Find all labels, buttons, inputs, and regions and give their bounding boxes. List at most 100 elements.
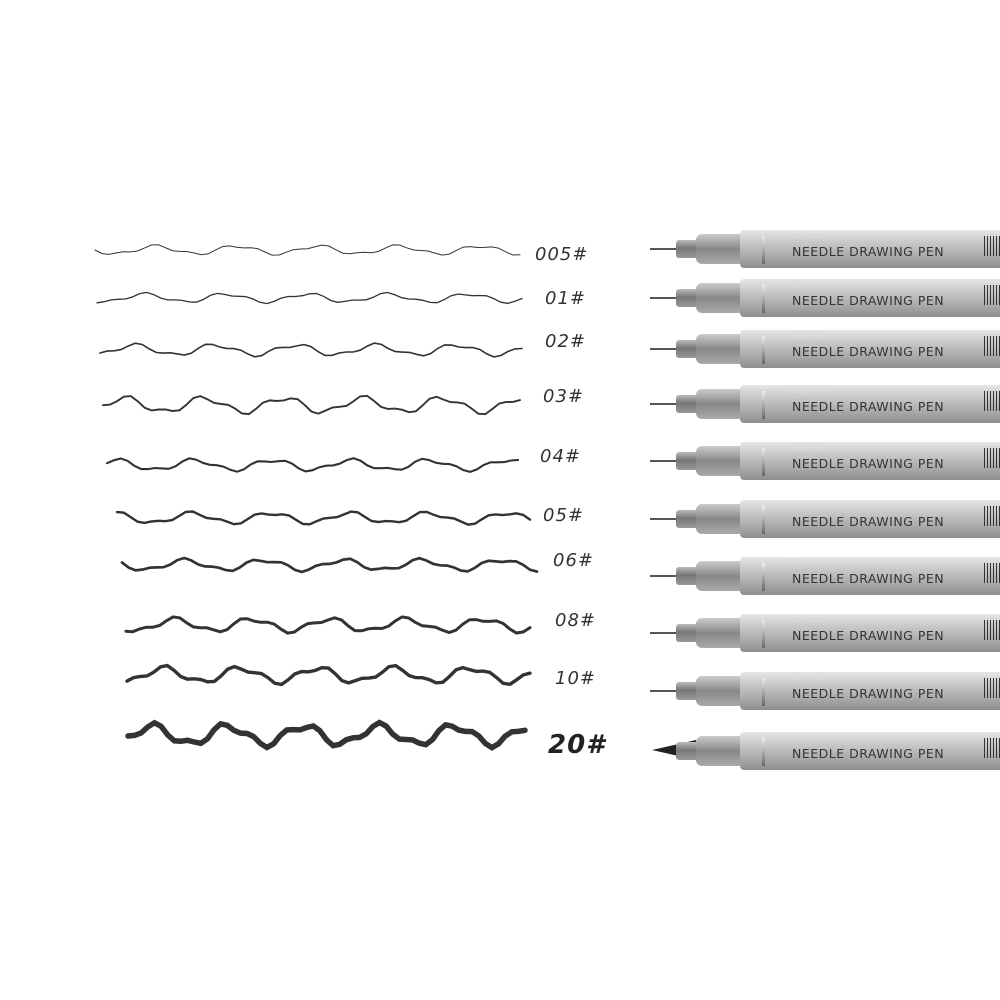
pen-ring — [762, 391, 765, 419]
barcode-icon — [984, 236, 1000, 256]
pen-brand: Superior — [790, 501, 829, 511]
pen-tip — [650, 348, 678, 350]
pen-ring — [762, 285, 765, 313]
stroke-line-2 — [99, 342, 523, 358]
pen-ring — [762, 620, 765, 648]
pen-collar — [696, 504, 742, 534]
pen-tip — [650, 297, 678, 299]
pen-collar — [696, 334, 742, 364]
pen-text: NEEDLE DRAWING PEN — [792, 344, 945, 359]
pen-tip — [650, 403, 678, 405]
pen-brand: Superior — [790, 615, 829, 625]
pen-ring — [762, 678, 765, 706]
pen-text: NEEDLE DRAWING PEN — [792, 244, 945, 259]
pen-collar — [696, 389, 742, 419]
stroke-line-1 — [96, 291, 523, 305]
barcode-icon — [984, 620, 1000, 640]
pen-tip — [650, 518, 678, 520]
pen-tip — [650, 632, 678, 634]
pen-cone — [676, 510, 698, 528]
pen-brand: Superior — [790, 733, 829, 743]
pen-cone — [676, 682, 698, 700]
pen-collar — [696, 561, 742, 591]
barcode-icon — [984, 738, 1000, 758]
size-label: 04# — [540, 446, 581, 467]
pen-collar — [696, 736, 742, 766]
pen-ring — [762, 336, 765, 364]
pen-brand: Superior — [790, 558, 829, 568]
barcode-icon — [984, 563, 1000, 583]
pen-ring — [762, 563, 765, 591]
pen-collar — [696, 676, 742, 706]
stroke-line-5 — [115, 510, 532, 526]
barcode-icon — [984, 678, 1000, 698]
pen-text: NEEDLE DRAWING PEN — [792, 628, 945, 643]
pen-ring — [762, 236, 765, 264]
size-label: 05# — [543, 505, 584, 526]
size-label: 01# — [545, 288, 586, 309]
barcode-icon — [984, 285, 1000, 305]
pen-text: NEEDLE DRAWING PEN — [792, 514, 945, 529]
pen-text: NEEDLE DRAWING PEN — [792, 456, 945, 471]
stroke-line-0 — [94, 244, 521, 256]
pen-cone — [676, 567, 698, 585]
pen-text: NEEDLE DRAWING PEN — [792, 746, 945, 761]
stroke-line-9 — [125, 719, 528, 751]
pen-cone — [676, 340, 698, 358]
stroke-line-7 — [124, 615, 532, 635]
barcode-icon — [984, 448, 1000, 468]
pen-ring — [762, 738, 765, 766]
pen-collar — [696, 234, 742, 264]
pen-tip — [650, 248, 678, 250]
pen-collar — [696, 446, 742, 476]
pen-cone — [676, 395, 698, 413]
pen-brand: Superior — [790, 231, 829, 241]
pen-tip — [650, 460, 678, 462]
pen-collar — [696, 618, 742, 648]
pen-text: NEEDLE DRAWING PEN — [792, 399, 945, 414]
stroke-line-4 — [105, 457, 520, 474]
size-label: 005# — [535, 244, 589, 265]
pen-brand: Superior — [790, 386, 829, 396]
pen-brand: Superior — [790, 443, 829, 453]
pen-cone — [676, 452, 698, 470]
pen-text: NEEDLE DRAWING PEN — [792, 686, 945, 701]
barcode-icon — [984, 506, 1000, 526]
pen-text: NEEDLE DRAWING PEN — [792, 293, 945, 308]
pen-cone — [676, 240, 698, 258]
stroke-line-8 — [125, 663, 532, 687]
pen-ring — [762, 506, 765, 534]
size-label: 06# — [553, 550, 594, 571]
size-label: 10# — [555, 668, 596, 689]
pen-collar — [696, 283, 742, 313]
pen-brand: Superior — [790, 673, 829, 683]
pen-text: NEEDLE DRAWING PEN — [792, 571, 945, 586]
stroke-line-6 — [120, 556, 539, 574]
stroke-line-3 — [102, 394, 521, 416]
size-label: 03# — [543, 386, 584, 407]
pen-ring — [762, 448, 765, 476]
pen-cone — [676, 742, 698, 760]
pen-cone — [676, 289, 698, 307]
size-label: 08# — [555, 610, 596, 631]
